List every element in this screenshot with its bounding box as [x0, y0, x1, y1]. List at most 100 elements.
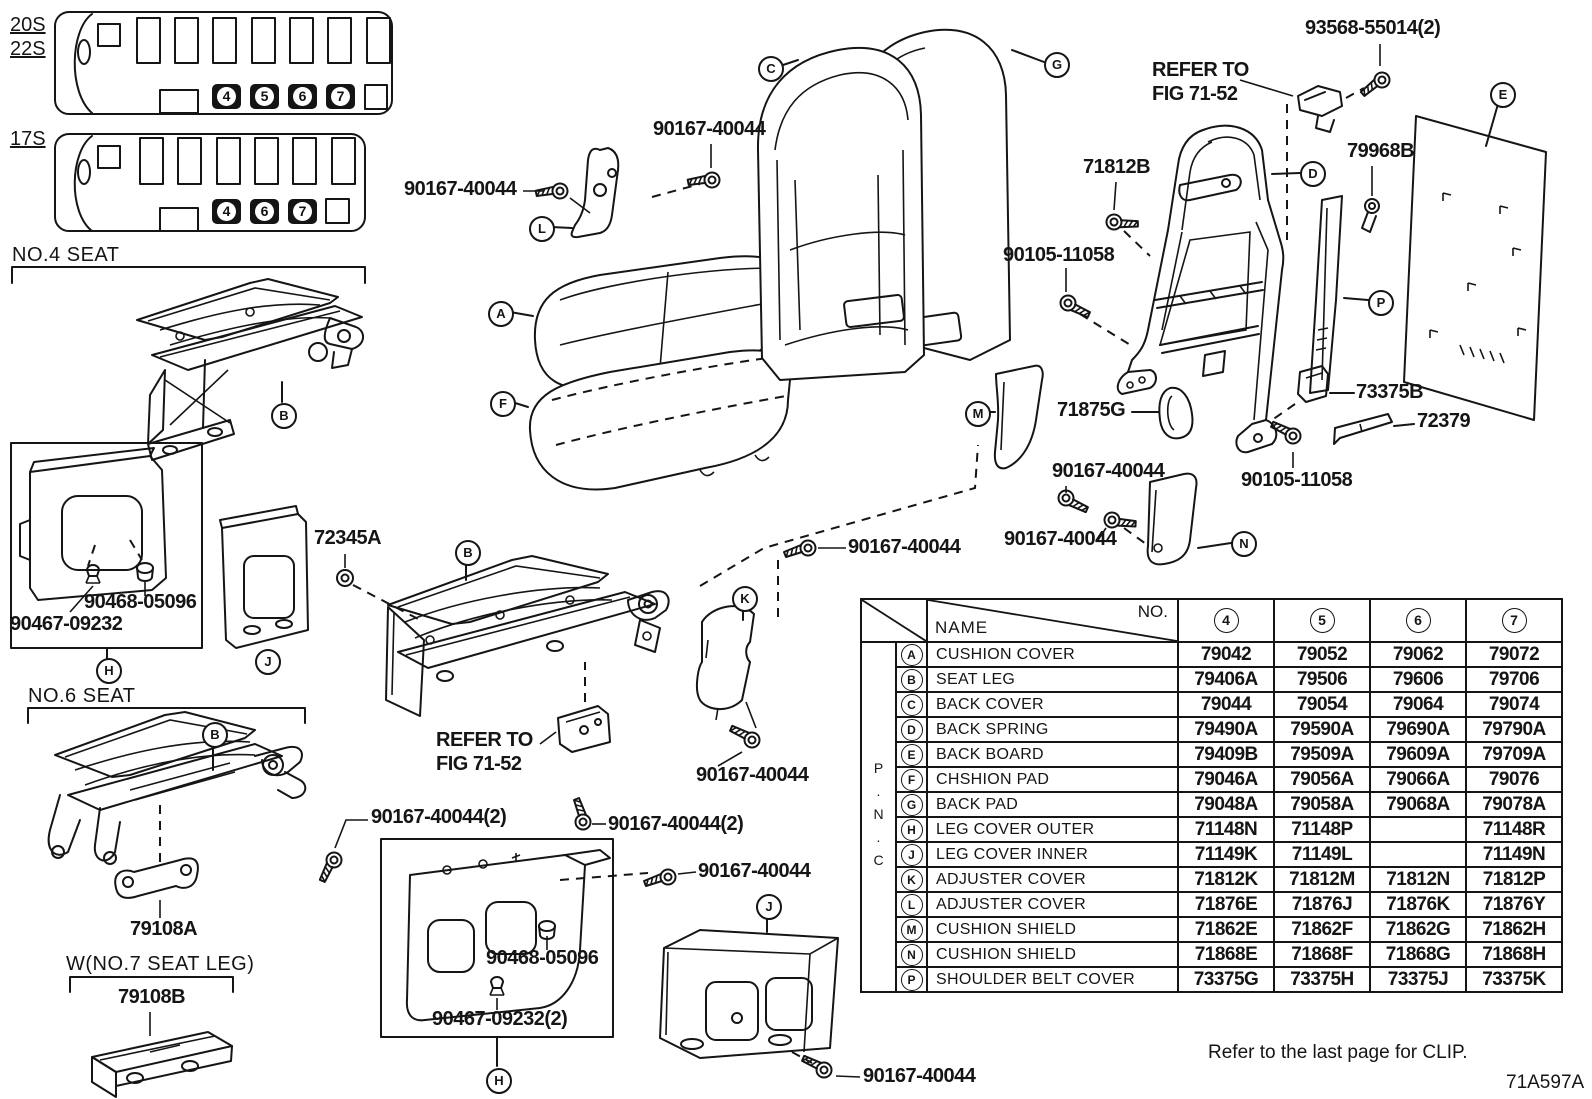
bottom-cushion-shield-box-drawing — [310, 819, 697, 1067]
pnc-side-label: P.N.C — [870, 759, 887, 875]
row-key: E — [900, 744, 923, 765]
part-number: 79078A — [1465, 791, 1563, 818]
back-board-drawing — [1403, 103, 1547, 421]
part-number: 71812N — [1369, 866, 1467, 893]
cushion-shield-n-drawing — [1146, 472, 1232, 566]
part-number: 79066A — [1369, 766, 1467, 793]
plan2-seat-7: 7 — [288, 199, 317, 224]
row-key: J — [900, 844, 923, 865]
circled-5: 5 — [1309, 608, 1335, 633]
balloon-b-center: B — [455, 540, 481, 566]
callout-71812b: 71812B — [1083, 156, 1151, 178]
plan-code-22s: 22S — [10, 38, 46, 60]
balloon-k: K — [732, 586, 758, 612]
row-key: H — [900, 819, 923, 840]
row-key-cell: K — [895, 866, 928, 893]
balloon-h-bottom: H — [486, 1068, 512, 1094]
row-key-cell: A — [895, 641, 928, 668]
part-number: 71862G — [1369, 916, 1467, 943]
callout-refer-to-bottom: REFER TO — [436, 729, 533, 751]
part-number: 71868F — [1273, 941, 1371, 968]
balloon-j-bottom: J — [756, 894, 782, 920]
part-name: BACK SPRING — [926, 716, 1179, 743]
row-key-cell: E — [895, 741, 928, 768]
plan-code-17s: 17S — [10, 128, 46, 150]
adjuster-cover-l-drawing — [523, 144, 722, 239]
table-row: L ADJUSTER COVER 71876E 71876J 71876K 71… — [861, 891, 1563, 918]
balloon-m: M — [965, 401, 991, 427]
balloon-a: A — [488, 301, 514, 327]
table-name-label: NAME — [935, 618, 989, 637]
callout-90467-09232-2: 90467-09232(2) — [432, 1008, 568, 1030]
table-row: F CHSHION PAD 79046A 79056A 79066A 79076 — [861, 766, 1563, 793]
part-number: 79076 — [1465, 766, 1563, 793]
part-number: 71812P — [1465, 866, 1563, 893]
table-header-row: NAME NO. 4 5 6 7 — [860, 598, 1563, 643]
part-number: 79706 — [1465, 666, 1563, 693]
row-key-cell: F — [895, 766, 928, 793]
no4-seat-frame-drawing — [136, 278, 364, 461]
part-name: CUSHION SHIELD — [926, 916, 1179, 943]
fig-7152-bracket-bottom — [539, 662, 611, 831]
part-number: 73375K — [1465, 966, 1563, 993]
shoulder-belt-cover-drawing — [1309, 195, 1369, 394]
part-name: CUSHION SHIELD — [926, 941, 1179, 968]
part-number: 79590A — [1273, 716, 1371, 743]
balloon-l: L — [529, 216, 555, 242]
part-number: 79609A — [1369, 741, 1467, 768]
part-number: 71149K — [1177, 841, 1275, 868]
part-number: 79046A — [1177, 766, 1275, 793]
part-number: 79490A — [1177, 716, 1275, 743]
row-key-cell: L — [895, 891, 928, 918]
seat-number: 4 — [217, 202, 236, 221]
row-key: A — [900, 644, 923, 665]
part-number: 71876E — [1177, 891, 1275, 918]
callout-90105-11058-top: 90105-11058 — [1003, 244, 1115, 266]
plan1-seat-5: 5 — [250, 84, 279, 109]
clip-footnote: Refer to the last page for CLIP. — [1208, 1042, 1468, 1063]
callout-90105-11058-bottom: 90105-11058 — [1241, 469, 1353, 491]
part-number: 71148N — [1177, 816, 1275, 843]
seat-number: 4 — [217, 87, 236, 106]
section-no4-seat: NO.4 SEAT — [12, 244, 120, 266]
callout-90167-40044-n: 90167-40044 — [1004, 528, 1117, 550]
part-name: SHOULDER BELT COVER — [926, 966, 1179, 993]
callout-72345a: 72345A — [314, 527, 382, 549]
circled-4: 4 — [1213, 608, 1239, 633]
strip-72379-drawing — [1333, 413, 1415, 445]
callout-90167-40044-center: 90167-40044 — [848, 536, 961, 558]
cushion-pad-drawing — [511, 349, 792, 491]
callout-79108b: 79108B — [118, 986, 186, 1008]
balloon-p: P — [1368, 290, 1394, 316]
part-number: 71812K — [1177, 866, 1275, 893]
seat-number: 5 — [255, 87, 274, 106]
right-screws — [783, 181, 1305, 558]
part-name: LEG COVER OUTER — [926, 816, 1179, 843]
balloon-f: F — [490, 391, 516, 417]
callout-90167-40044-j: 90167-40044 — [863, 1065, 976, 1087]
part-number: 71868E — [1177, 941, 1275, 968]
row-key: D — [900, 719, 923, 740]
part-number: 79056A — [1273, 766, 1371, 793]
part-number: 71149N — [1465, 841, 1563, 868]
part-name: SEAT LEG — [926, 666, 1179, 693]
row-key-cell: B — [895, 666, 928, 693]
section-brackets — [11, 266, 366, 993]
part-number: 71148R — [1465, 816, 1563, 843]
table-row: G BACK PAD 79048A 79058A 79068A 79078A — [861, 791, 1563, 818]
part-number: 79052 — [1273, 641, 1371, 668]
balloon-j-no4: J — [255, 649, 281, 675]
row-key: B — [900, 669, 923, 690]
balloon-c: C — [758, 56, 784, 82]
fig-7152-clamp-top — [1239, 44, 1394, 240]
balloon-e: E — [1490, 82, 1516, 108]
row-key: F — [900, 769, 923, 790]
part-number: 71149L — [1273, 841, 1371, 868]
row-key: G — [900, 794, 923, 815]
callout-90468-05096-hbox: 90468-05096 — [486, 947, 599, 969]
part-name: BACK BOARD — [926, 741, 1179, 768]
pin-79968b — [1361, 166, 1380, 233]
part-number: 71148P — [1273, 816, 1371, 843]
part-number — [1369, 841, 1467, 868]
